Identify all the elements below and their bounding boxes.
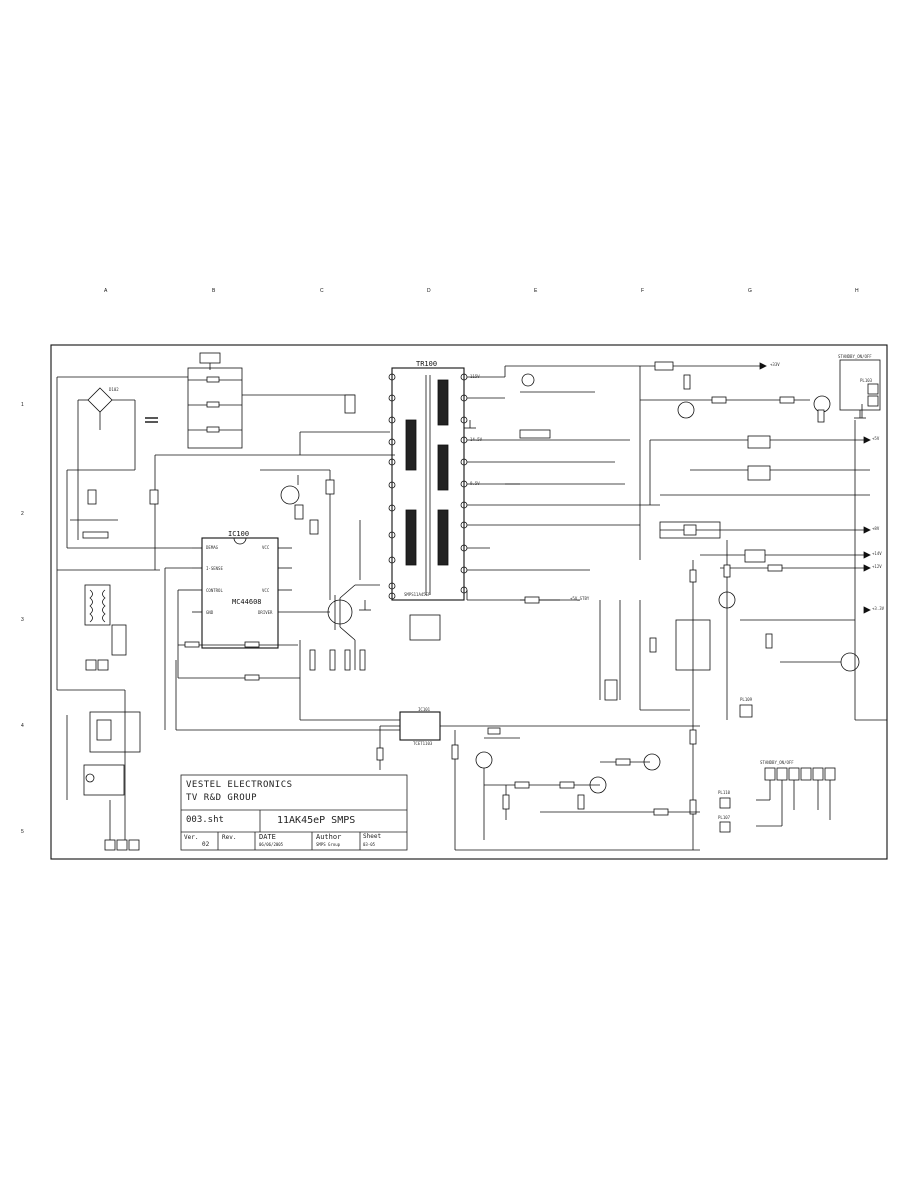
mains-connector: [199, 352, 221, 364]
net-33v: +33V: [770, 362, 780, 367]
ic100-pin-driver: DRIVER: [258, 610, 273, 615]
fuse-group: [187, 367, 243, 449]
ic100-pin-gnd: GND: [206, 610, 214, 615]
reg-3: [659, 521, 721, 539]
reg-2: [747, 465, 771, 481]
net-115v: 115V: [470, 374, 480, 379]
bridge-label: D102: [109, 387, 119, 392]
ic100-pin-control: CONTROL: [206, 588, 223, 593]
pl103-label: PL103: [860, 378, 873, 383]
standby-ic: [83, 764, 125, 796]
grid-col-e: E: [534, 288, 538, 294]
tr100-label: TR100: [416, 360, 438, 368]
aux-cap-block: [409, 614, 441, 641]
ic100-label: IC100: [228, 530, 250, 538]
net-14v: +14V: [872, 551, 882, 556]
q-power: [840, 652, 860, 672]
mosfet: [327, 599, 353, 625]
grid-col-a: A: [104, 288, 108, 294]
ic100-body: [201, 537, 279, 649]
ic100-pin-demag: DEMAG: [206, 545, 219, 550]
tb-author-label: Author: [316, 833, 342, 841]
grid-row-1: 1: [21, 402, 24, 408]
net-12v: +12V: [872, 564, 882, 569]
grid-col-c: C: [320, 288, 324, 294]
pl110-box: [719, 797, 731, 809]
tb-group: TV R&D GROUP: [186, 793, 258, 803]
ic100-part: MC44608: [232, 598, 262, 606]
grid-col-h: H: [855, 288, 859, 294]
tb-sheet-value: 03-05: [363, 842, 376, 847]
reg-1: [747, 435, 771, 449]
connector-text: STANDBY_ON/OFF: [760, 760, 794, 765]
tb-rev-label: Rev.: [222, 834, 237, 841]
grid-col-b: B: [212, 288, 216, 294]
tb-sheet-label: Sheet: [363, 833, 382, 840]
grid-row-3: 3: [21, 617, 24, 623]
standby-label: STANDBY_ON/OFF: [838, 354, 872, 359]
line-filter: [84, 584, 111, 626]
pl109-label: PL109: [740, 697, 753, 702]
pl110-label: PL110: [718, 790, 731, 795]
opto-body: [399, 711, 441, 741]
sheet-border: [50, 344, 888, 860]
grid-col-d: D: [427, 288, 431, 294]
grid-row-4: 4: [21, 723, 24, 729]
pl107-box: [719, 821, 731, 833]
opto-part: TCET1103: [413, 741, 433, 746]
tb-date-label: DATE: [259, 833, 276, 841]
tb-author-value: SMPS Group: [316, 842, 341, 847]
tb-ver-label: Ver.: [184, 834, 199, 841]
standby-relay: [89, 711, 141, 753]
net-3v3: +3.3V: [872, 606, 885, 611]
grid-row-5: 5: [21, 829, 24, 835]
net-9v5: 9.5V: [470, 481, 480, 486]
net-14v5: 14.5V: [470, 437, 483, 442]
net-8v: +8V: [872, 526, 880, 531]
tr100-body: [391, 367, 465, 601]
tr100-part: SMPS11A45EP: [404, 592, 431, 597]
net-5v: +5V: [872, 436, 880, 441]
pl107-label: PL107: [718, 815, 731, 820]
startup-transistor: [280, 485, 300, 505]
opto-label: IC101: [418, 707, 431, 712]
grid-row-2: 2: [21, 511, 24, 517]
reg-4: [744, 549, 766, 563]
grid-col-g: G: [748, 288, 752, 294]
ic100-pin-vcc1: VCC: [262, 545, 270, 550]
tb-date-value: 06/06/2005: [259, 842, 284, 847]
tb-ver-value: 02: [202, 841, 210, 848]
net-5v-stby: +5V_STBY: [570, 596, 590, 601]
title-block-frame: [180, 774, 408, 851]
grid-col-f: F: [641, 288, 645, 294]
ic100-pin-isense: I-SENSE: [206, 566, 223, 571]
tb-title: 11AK45eP SMPS: [277, 815, 356, 826]
q-regulator-1: [677, 401, 695, 419]
tb-company: VESTEL ELECTRONICS: [186, 780, 293, 790]
pl109-box: [739, 704, 753, 718]
tb-file: 003.sht: [186, 815, 224, 825]
ic100-pin-vcc2: VCC: [262, 588, 270, 593]
